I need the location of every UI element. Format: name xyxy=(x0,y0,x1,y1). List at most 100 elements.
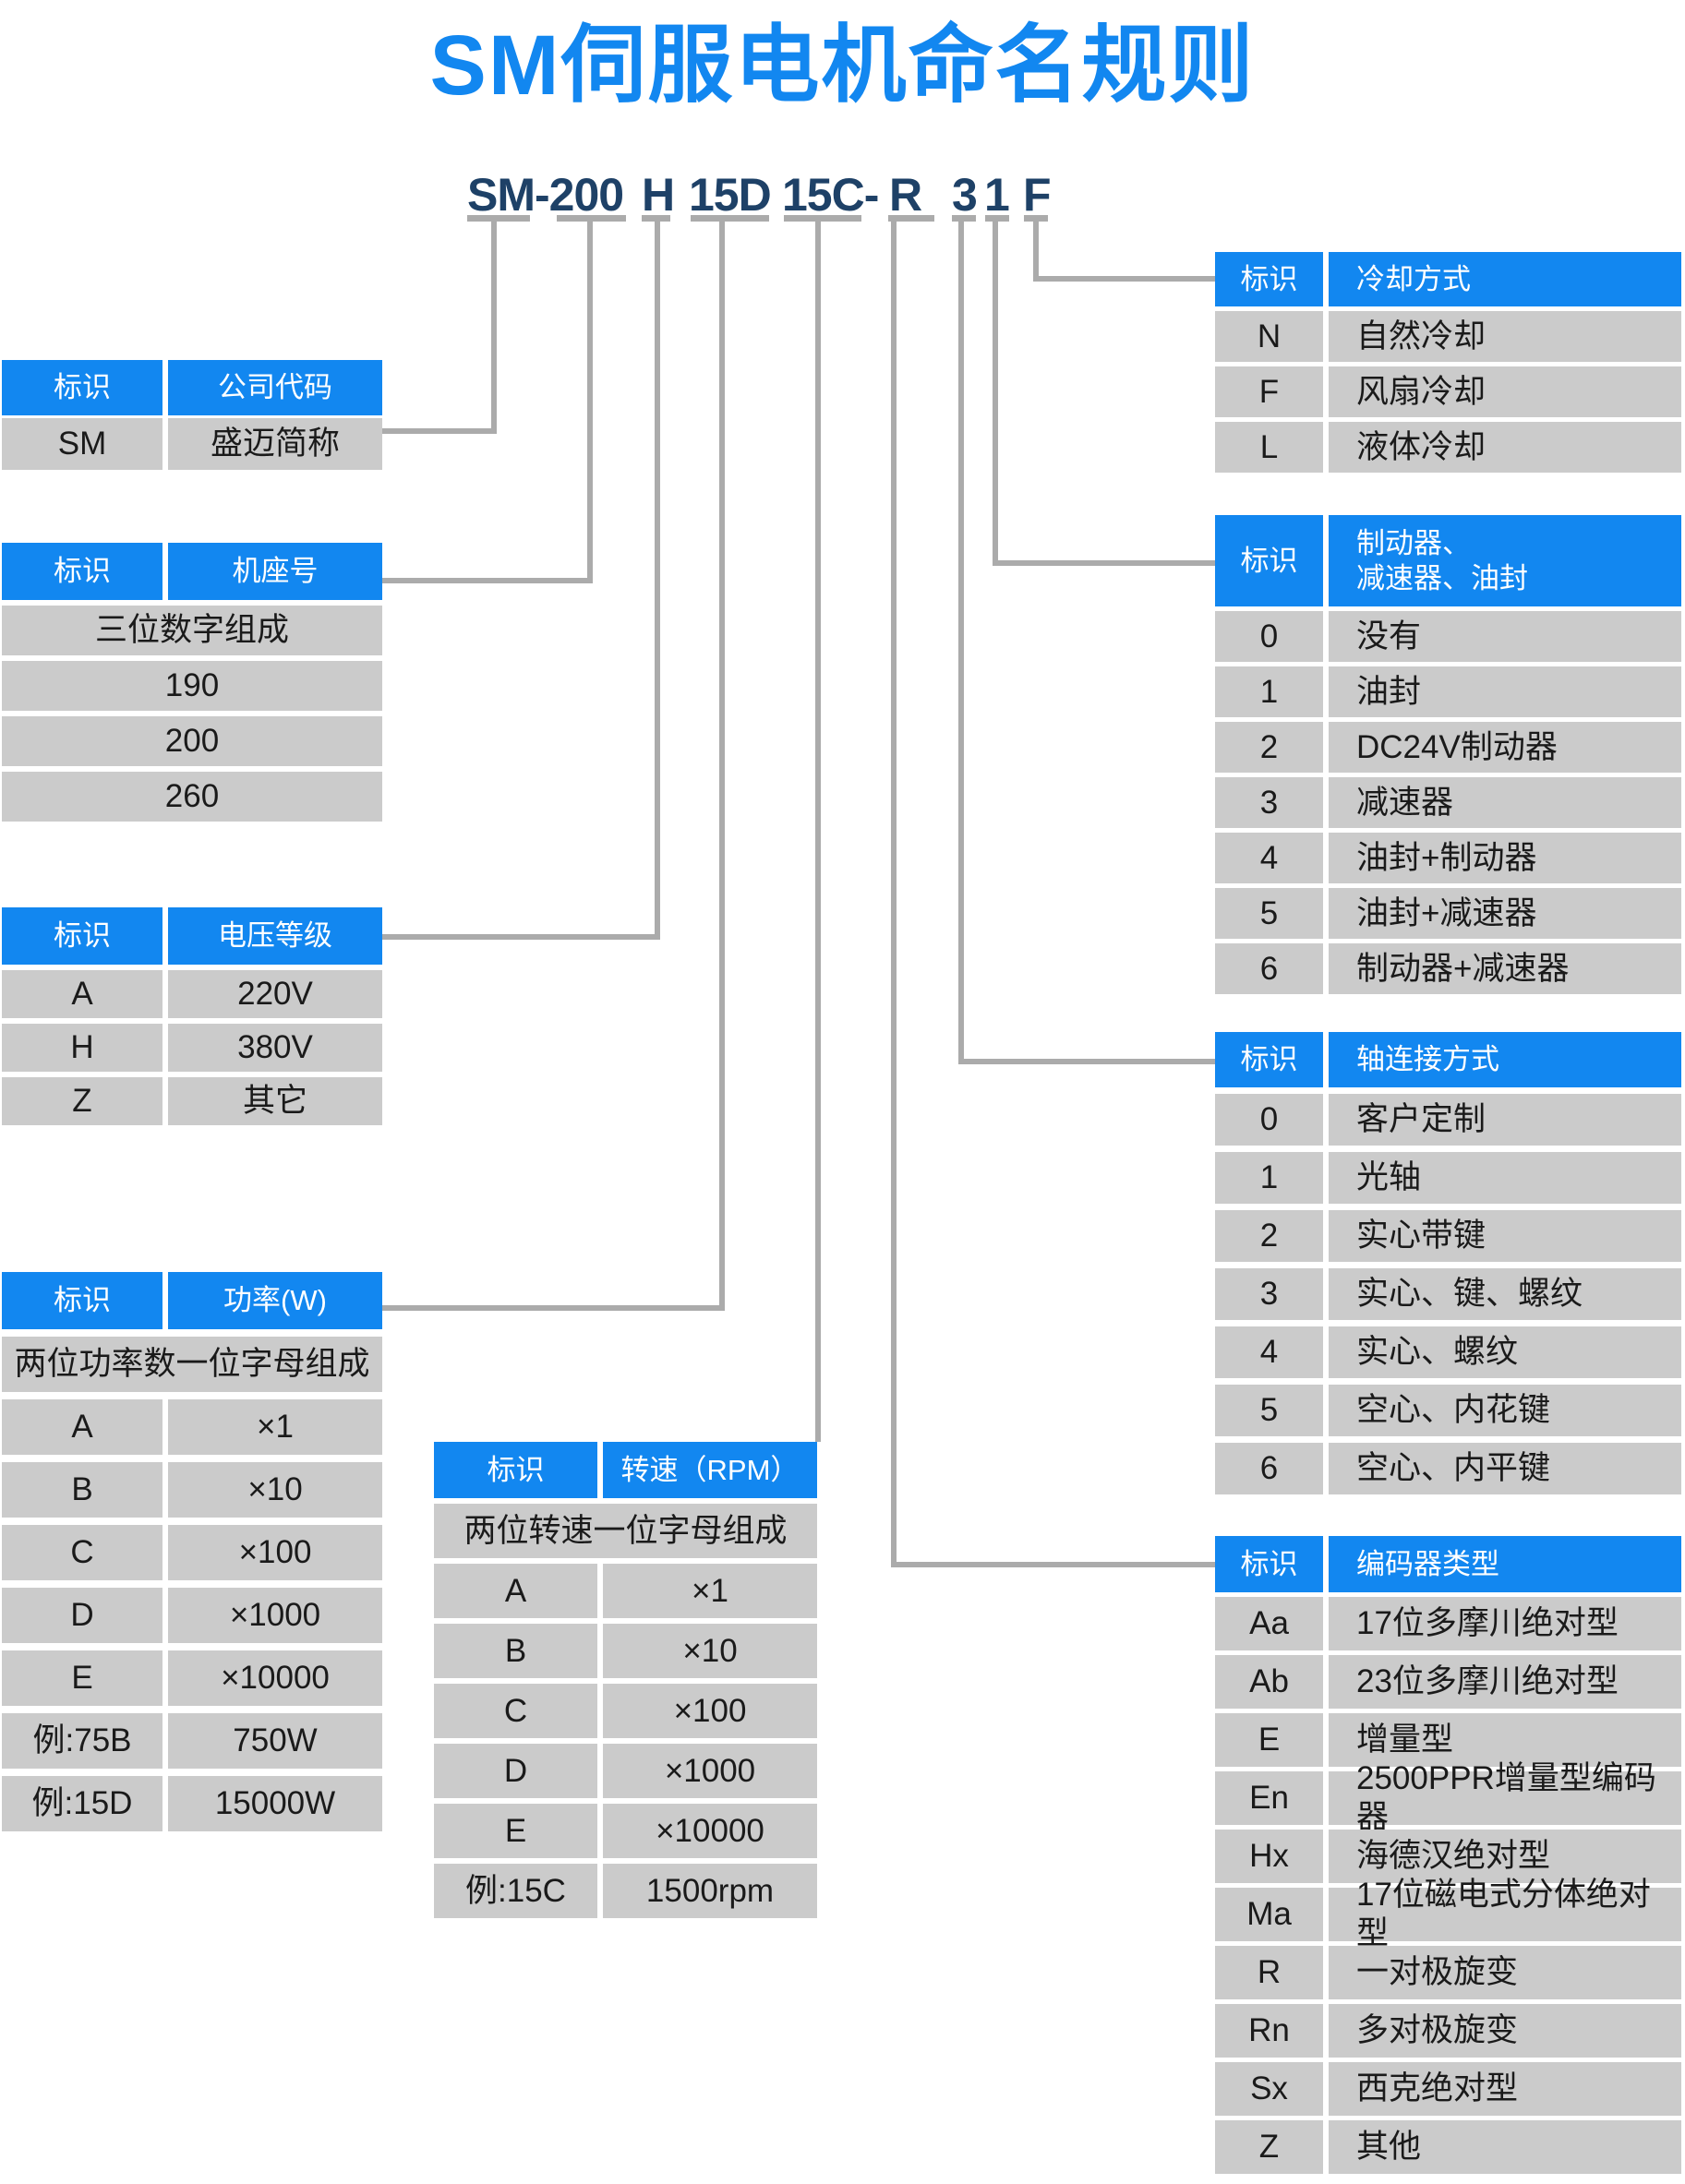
value-cell: ×1000 xyxy=(603,1744,817,1798)
value-cell: 2500PPR增量型编码器 xyxy=(1329,1760,1681,1835)
table-header-row: 标识转速（RPM） xyxy=(434,1442,817,1498)
code-cell: C xyxy=(434,1684,597,1738)
value-cell: 液体冷却 xyxy=(1329,422,1681,473)
value-cell: 油封+减速器 xyxy=(1329,888,1681,939)
code-cell: Rn xyxy=(1215,2004,1323,2058)
code-cell: 例:15C xyxy=(434,1864,597,1918)
table-header-row: 标识功率(W) xyxy=(2,1272,382,1329)
value-cell: 其他 xyxy=(1329,2120,1681,2174)
code-column-header: 标识 xyxy=(2,1272,162,1329)
code-cell: 例:75B xyxy=(2,1713,162,1769)
connector-shaft xyxy=(958,1059,1215,1064)
model-underline xyxy=(1024,215,1048,222)
value-cell: 没有 xyxy=(1329,611,1681,662)
model-underline xyxy=(784,215,861,222)
model-segment-cooling: F xyxy=(1023,169,1052,221)
connector-company xyxy=(382,428,497,434)
table-row: E×10000 xyxy=(2,1650,382,1706)
value-cell: ×10000 xyxy=(603,1804,817,1858)
value-cell: ×10 xyxy=(168,1462,382,1518)
table-note-cell: 190 xyxy=(2,661,382,711)
connector-frame xyxy=(382,578,593,583)
value-cell: 空心、内花键 xyxy=(1329,1385,1681,1436)
code-column-header: 标识 xyxy=(1215,515,1323,606)
value-cell: 西克绝对型 xyxy=(1329,2062,1681,2116)
code-cell: 2 xyxy=(1215,722,1323,773)
table-header-row: 标识电压等级 xyxy=(2,907,382,965)
value-cell: 一对极旋变 xyxy=(1329,1946,1681,1999)
connector-shaft xyxy=(958,218,964,1064)
code-cell: Z xyxy=(1215,2120,1323,2174)
code-cell: E xyxy=(2,1650,162,1706)
model-underline xyxy=(952,215,976,222)
value-cell: 制动器+减速器 xyxy=(1329,943,1681,994)
value-cell: 17位磁电式分体绝对型 xyxy=(1329,1877,1681,1951)
value-cell: 增量型 xyxy=(1329,1713,1681,1767)
table-header-row: 标识制动器、 减速器、油封 xyxy=(1215,515,1681,606)
value-column-header: 制动器、 减速器、油封 xyxy=(1329,515,1681,606)
connector-brake xyxy=(993,218,998,566)
value-cell: 23位多摩川绝对型 xyxy=(1329,1655,1681,1709)
value-cell: 其它 xyxy=(168,1077,382,1125)
value-cell: 220V xyxy=(168,970,382,1018)
table-note-cell: 两位功率数一位字母组成 xyxy=(2,1337,382,1392)
code-cell: Z xyxy=(2,1077,162,1125)
table-row: D×1000 xyxy=(434,1744,817,1798)
table-row: 三位数字组成 xyxy=(2,606,382,655)
code-cell: E xyxy=(1215,1713,1323,1767)
value-cell: 海德汉绝对型 xyxy=(1329,1830,1681,1883)
model-segment-company: SM-200 xyxy=(467,169,624,221)
code-column-header: 标识 xyxy=(2,360,162,415)
model-segment-power: 15D xyxy=(689,169,772,221)
code-cell: 5 xyxy=(1215,888,1323,939)
code-cell: N xyxy=(1215,311,1323,362)
table-note-cell: 两位转速一位字母组成 xyxy=(434,1504,817,1558)
value-cell: ×100 xyxy=(603,1684,817,1738)
code-cell: A xyxy=(2,1399,162,1455)
table-row: D×1000 xyxy=(2,1588,382,1643)
value-cell: 油封+制动器 xyxy=(1329,833,1681,883)
table-row: 两位功率数一位字母组成 xyxy=(2,1337,382,1392)
connector-encoder xyxy=(891,1562,1215,1567)
table-row: B×10 xyxy=(434,1624,817,1678)
model-underline xyxy=(467,215,530,222)
code-cell: 0 xyxy=(1215,1094,1323,1146)
connector-power xyxy=(719,218,725,1311)
code-cell: Aa xyxy=(1215,1597,1323,1650)
connector-speed xyxy=(815,218,821,1442)
connector-encoder xyxy=(891,222,897,1567)
connector-brake xyxy=(993,560,1215,566)
value-column-header: 编码器类型 xyxy=(1329,1536,1681,1592)
value-cell: 17位多摩川绝对型 xyxy=(1329,1597,1681,1650)
code-column-header: 标识 xyxy=(2,543,162,600)
code-cell: C xyxy=(2,1525,162,1580)
value-cell: 实心、螺纹 xyxy=(1329,1326,1681,1378)
value-cell: 实心、键、螺纹 xyxy=(1329,1268,1681,1320)
code-cell: 4 xyxy=(1215,1326,1323,1378)
page-title: SM伺服电机命名规则 xyxy=(429,18,1256,113)
code-cell: D xyxy=(2,1588,162,1643)
table-row: E×10000 xyxy=(434,1804,817,1858)
code-cell: A xyxy=(2,970,162,1018)
value-cell: 油封 xyxy=(1329,666,1681,717)
connector-cooling xyxy=(1033,222,1039,282)
code-cell: 6 xyxy=(1215,1443,1323,1494)
